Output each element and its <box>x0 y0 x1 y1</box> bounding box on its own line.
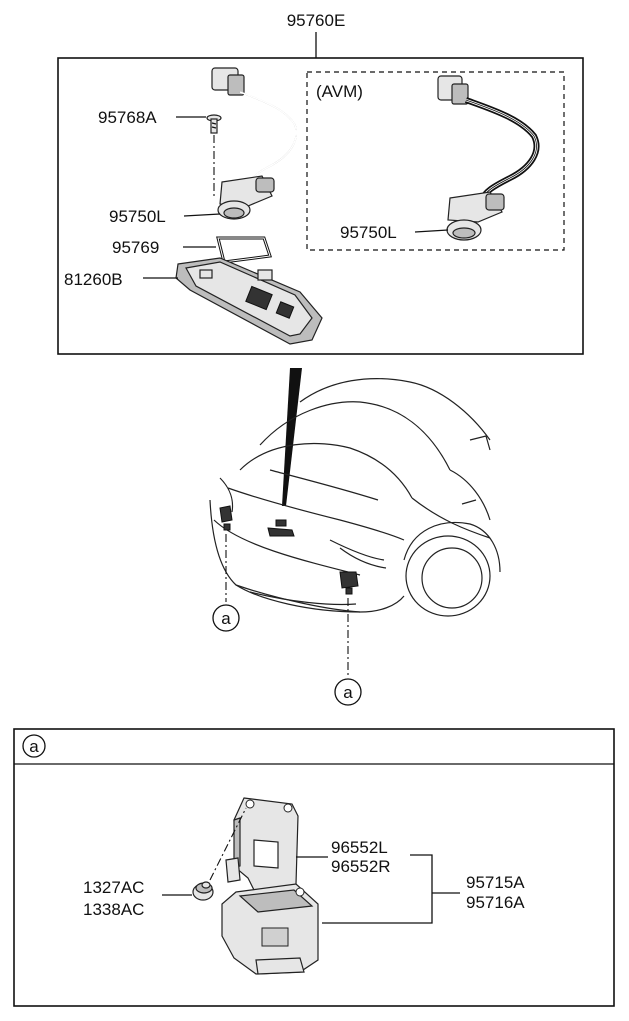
label-1327AC: 1327AC <box>83 878 144 897</box>
label-95769: 95769 <box>112 238 159 257</box>
gasket-95769 <box>216 236 272 264</box>
callout-a1-text: a <box>221 609 231 628</box>
control-unit-95715A <box>221 883 319 975</box>
label-avm: (AVM) <box>316 82 363 101</box>
label-95750L-left: 95750L <box>109 207 166 226</box>
detail-frame <box>13 728 615 1007</box>
label-96552R: 96552R <box>331 857 391 876</box>
label-1338AC: 1338AC <box>83 900 144 919</box>
label-95715A: 95715A <box>466 873 525 892</box>
car-rear-view <box>209 378 501 617</box>
label-95768A: 95768A <box>98 108 157 127</box>
callout-circle-a1 <box>212 604 240 632</box>
camera-harness-avm <box>437 75 540 241</box>
bolt-95768A <box>206 114 222 196</box>
label-96552L: 96552L <box>331 838 388 857</box>
callout-circle-a2 <box>334 678 362 706</box>
pointer-wedge <box>282 368 302 506</box>
label-95750L-avm: 95750L <box>340 223 397 242</box>
bracket-96552 <box>225 797 299 895</box>
label-81260B: 81260B <box>64 270 123 289</box>
nut-1327AC <box>192 807 247 901</box>
callout-a2-text: a <box>343 683 353 702</box>
avm-dashed-box <box>306 71 565 251</box>
label-95716A: 95716A <box>466 893 525 912</box>
detail-header-circle <box>22 734 46 758</box>
leader-95750L-left <box>183 213 221 217</box>
camera-harness-left <box>211 67 297 220</box>
label-95760E: 95760E <box>287 11 346 30</box>
top-assembly-frame <box>57 57 584 355</box>
leader-95750L-avm <box>414 229 449 233</box>
leader-95715A <box>322 854 433 924</box>
garnish-81260B <box>175 257 323 345</box>
detail-header-text: a <box>29 737 39 756</box>
